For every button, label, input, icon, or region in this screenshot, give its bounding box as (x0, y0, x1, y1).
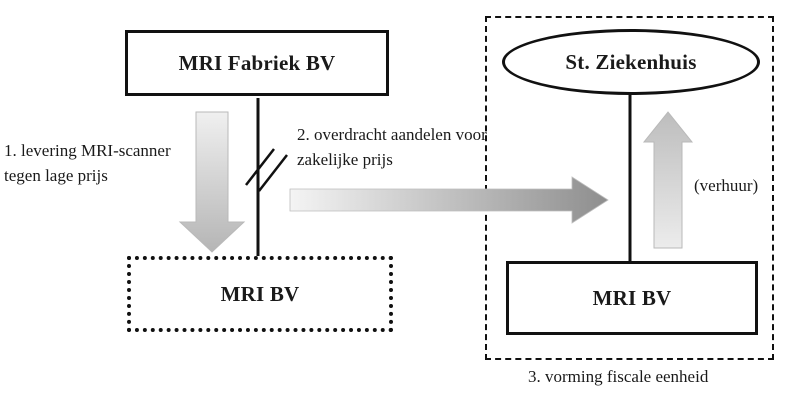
node-mri-fabriek-bv: MRI Fabriek BV (125, 30, 389, 96)
node-mri-bv-left: MRI BV (127, 256, 393, 332)
overdracht-arrow-right-icon (289, 176, 609, 224)
annotation-step2: 2. overdracht aandelen voor zakelijke pr… (297, 125, 487, 169)
levering-arrow-down-icon (178, 111, 246, 253)
node-mri-bv-right-label: MRI BV (592, 285, 672, 310)
annotation-step3: 3. vorming fiscale eenheid (528, 367, 709, 386)
node-st-ziekenhuis-label: St. Ziekenhuis (565, 49, 697, 74)
node-st-ziekenhuis: St. Ziekenhuis (502, 29, 760, 95)
annotation-step1: 1. levering MRI-scanner tegen lage prijs (4, 141, 171, 185)
node-mri-fabriek-label: MRI Fabriek BV (178, 50, 336, 75)
fiscale-eenheid-group-box (485, 16, 774, 360)
double-slash-mark (258, 154, 288, 192)
node-mri-bv-right: MRI BV (506, 261, 758, 335)
double-slash-mark (245, 148, 275, 186)
verhuur-arrow-up-icon (642, 111, 694, 249)
annotation-verhuur: (verhuur) (694, 176, 759, 195)
node-mri-bv-left-label: MRI BV (220, 281, 300, 306)
